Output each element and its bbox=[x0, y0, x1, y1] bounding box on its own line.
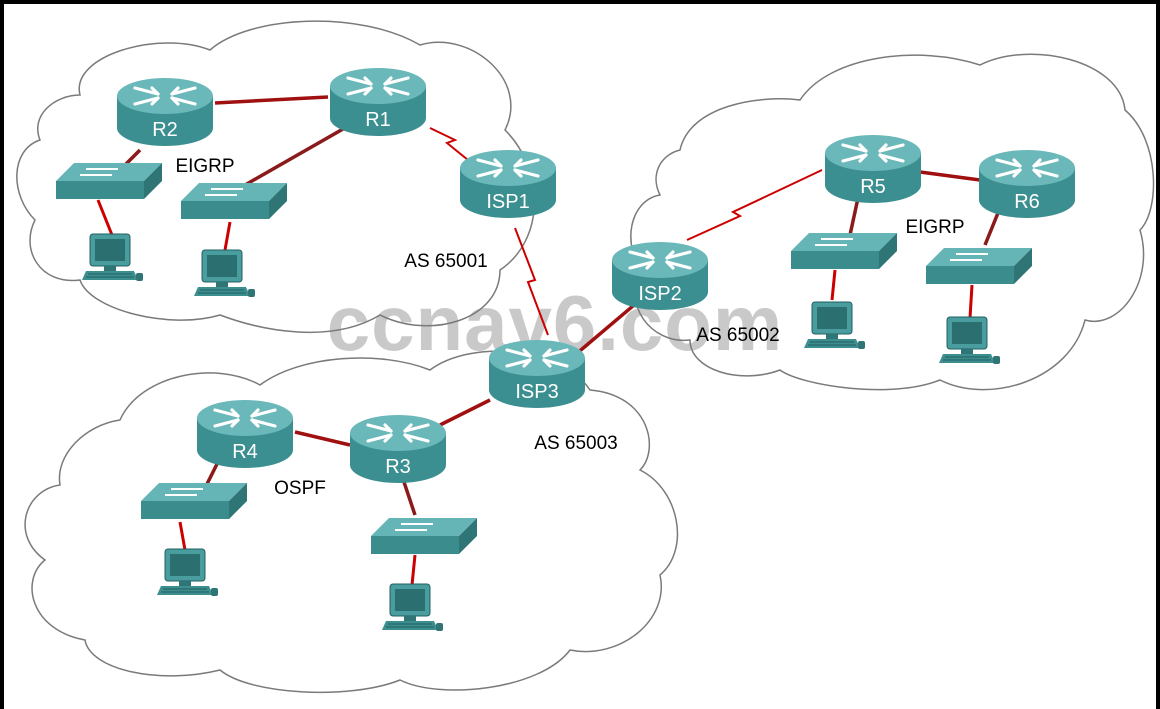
link-switch-pc-r1 bbox=[223, 221, 232, 251]
label-ospf: OSPF bbox=[274, 478, 326, 499]
link-isp2-isp3 bbox=[573, 298, 642, 357]
router-r3: R3 bbox=[348, 413, 448, 485]
router-r4-label: R4 bbox=[232, 441, 258, 463]
label-eigrp-right: EIGRP bbox=[905, 217, 964, 238]
router-r5-label: R5 bbox=[860, 176, 886, 198]
link-switch-pc-r6 bbox=[968, 284, 974, 319]
link-switch-pc-r3 bbox=[410, 554, 417, 586]
router-r6: R6 bbox=[977, 148, 1077, 220]
router-isp3-label: ISP3 bbox=[515, 381, 558, 403]
label-as-65001: AS 65001 bbox=[404, 251, 487, 272]
router-isp1-label: ISP1 bbox=[486, 191, 529, 213]
link-r5-r6 bbox=[919, 170, 981, 182]
switch-r1 bbox=[180, 182, 288, 220]
router-isp2: ISP2 bbox=[610, 240, 710, 312]
router-isp1: ISP1 bbox=[458, 148, 558, 220]
switch-r4 bbox=[140, 482, 248, 520]
cloud-as-65003 bbox=[24, 350, 679, 694]
link-isp1-isp3-serial bbox=[514, 227, 549, 336]
router-isp2-label: ISP2 bbox=[638, 283, 681, 305]
link-switch-pc-r5 bbox=[830, 269, 837, 301]
router-r6-label: R6 bbox=[1014, 191, 1040, 213]
pc-links bbox=[96, 199, 974, 586]
link-switch-pc-r2 bbox=[96, 199, 114, 236]
switch-r6 bbox=[925, 247, 1033, 285]
router-r2: R2 bbox=[115, 76, 215, 148]
router-r3-label: R3 bbox=[385, 456, 411, 478]
router-r4: R4 bbox=[195, 398, 295, 470]
link-switch-pc-r4 bbox=[178, 521, 187, 551]
switch-r5 bbox=[790, 232, 898, 270]
label-as-65002: AS 65002 bbox=[696, 325, 779, 346]
links bbox=[116, 95, 1002, 516]
label-eigrp-left: EIGRP bbox=[175, 156, 234, 177]
router-r1: R1 bbox=[328, 66, 428, 138]
link-r2-r1 bbox=[214, 95, 329, 105]
switch-r2 bbox=[55, 162, 163, 200]
router-r5: R5 bbox=[823, 133, 923, 205]
link-r5-switch bbox=[848, 197, 860, 236]
router-isp3: ISP3 bbox=[487, 338, 587, 410]
link-isp2-r5-serial bbox=[686, 169, 823, 241]
cloud-as-65001 bbox=[16, 20, 536, 334]
router-r2-label: R2 bbox=[152, 119, 178, 141]
switch-r3 bbox=[370, 517, 478, 555]
label-as-65003: AS 65003 bbox=[534, 433, 617, 454]
link-r1-switch-left bbox=[244, 123, 351, 187]
link-isp3-r3 bbox=[439, 398, 491, 427]
router-r1-label: R1 bbox=[365, 109, 391, 131]
link-r1-isp1-serial bbox=[429, 127, 469, 161]
link-r3-r4 bbox=[294, 430, 351, 447]
